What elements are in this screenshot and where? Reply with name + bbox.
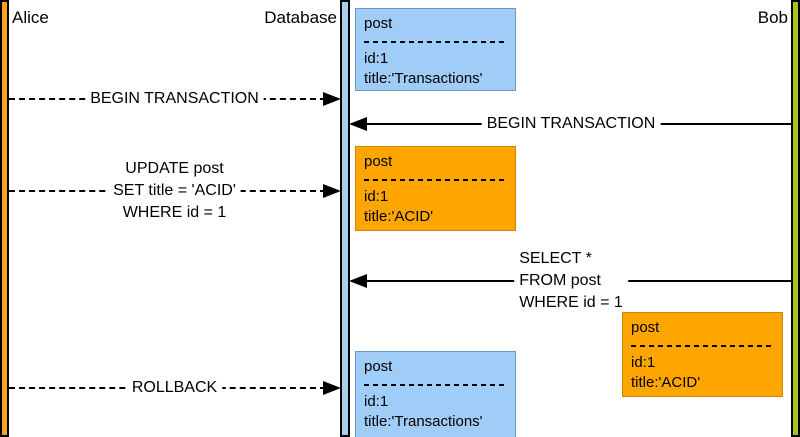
lifeline-label-database: Database bbox=[264, 8, 337, 27]
state-box-separator bbox=[364, 41, 507, 43]
message-label: BEGIN TRANSACTION bbox=[85, 88, 264, 110]
message-begin-transaction-bob: BEGIN TRANSACTION bbox=[349, 113, 792, 135]
state-box-row: id:1 bbox=[364, 393, 389, 410]
state-box-separator bbox=[364, 384, 507, 386]
arrowhead-left-icon bbox=[349, 274, 367, 288]
state-box-separator bbox=[631, 345, 774, 347]
state-box-row: id:1 bbox=[364, 188, 389, 205]
message-rollback: ROLLBACK bbox=[9, 377, 341, 399]
message-label-line: WHERE id = 1 bbox=[519, 294, 623, 311]
state-box-title: post bbox=[364, 15, 393, 32]
lifeline-bar-database bbox=[340, 0, 350, 437]
state-box-row: title:'Transactions' bbox=[364, 413, 483, 430]
message-label: UPDATE post SET title = 'ACID' WHERE id … bbox=[108, 158, 241, 224]
state-box-row: title:'ACID' bbox=[631, 374, 701, 391]
message-label-line: SET title = 'ACID' bbox=[113, 182, 236, 199]
state-box-title: post bbox=[364, 153, 393, 170]
state-box-post-transactions-2: post id:1 title:'Transactions' bbox=[355, 351, 516, 437]
lifeline-bar-bob bbox=[791, 0, 800, 437]
message-update-post: UPDATE post SET title = 'ACID' WHERE id … bbox=[9, 158, 341, 224]
state-box-post-transactions-1: post id:1 title:'Transactions' bbox=[355, 8, 516, 91]
state-box-title: post bbox=[364, 358, 393, 375]
message-label-line: WHERE id = 1 bbox=[122, 204, 227, 221]
state-box-row: title:'ACID' bbox=[364, 208, 434, 225]
state-box-row: id:1 bbox=[364, 50, 389, 67]
arrowhead-left-icon bbox=[349, 117, 367, 131]
message-label-line: UPDATE post bbox=[125, 160, 224, 177]
state-box-row: id:1 bbox=[631, 354, 656, 371]
message-label-line: SELECT * bbox=[519, 250, 592, 267]
state-box-separator bbox=[364, 179, 507, 181]
state-box-post-acid-2: post id:1 title:'ACID' bbox=[622, 312, 783, 397]
lifeline-bar-alice bbox=[0, 0, 9, 437]
message-label: ROLLBACK bbox=[126, 377, 223, 399]
arrowhead-right-icon bbox=[323, 184, 341, 198]
lifeline-label-bob: Bob bbox=[757, 8, 788, 27]
message-select-post: SELECT * FROM post WHERE id = 1 bbox=[349, 248, 792, 314]
state-box-post-acid-1: post id:1 title:'ACID' bbox=[355, 146, 516, 231]
message-begin-transaction-alice: BEGIN TRANSACTION bbox=[9, 88, 341, 110]
message-label-line: FROM post bbox=[519, 272, 601, 289]
message-label: SELECT * FROM post WHERE id = 1 bbox=[514, 248, 628, 314]
state-box-row: title:'Transactions' bbox=[364, 70, 483, 87]
message-label: BEGIN TRANSACTION bbox=[481, 113, 661, 135]
arrowhead-right-icon bbox=[323, 92, 341, 106]
state-box-title: post bbox=[631, 319, 660, 336]
lifeline-label-alice: Alice bbox=[12, 8, 49, 27]
arrowhead-right-icon bbox=[323, 381, 341, 395]
